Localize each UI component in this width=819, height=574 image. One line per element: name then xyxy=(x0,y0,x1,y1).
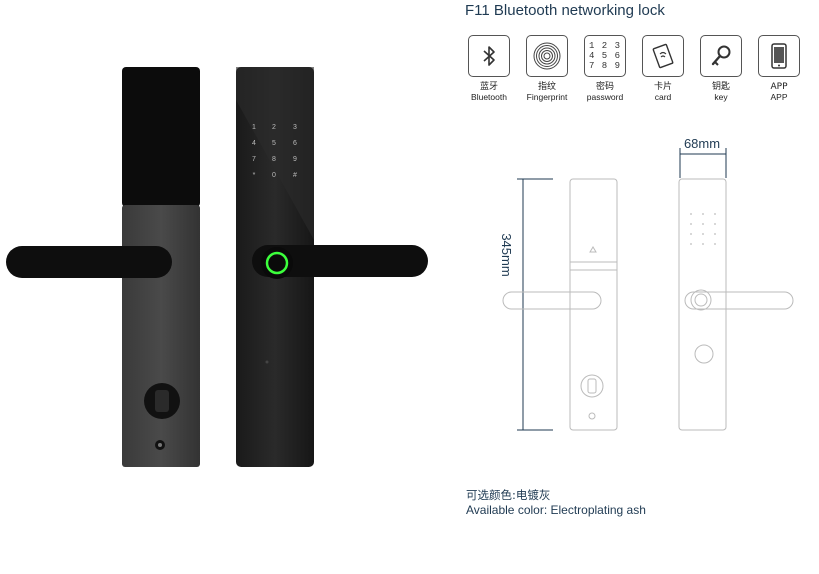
feature-label-en: APP xyxy=(770,92,788,102)
lock-key: # xyxy=(293,172,297,179)
height-dimension xyxy=(517,178,553,431)
lock-key: 2 xyxy=(272,124,276,131)
lock-key: 8 xyxy=(272,156,276,163)
available-color-en: Available color: Electroplating ash xyxy=(466,503,646,517)
feature-card: 卡片 card xyxy=(638,35,688,103)
password-icon: 1 2 3 4 5 6 7 8 9 xyxy=(584,35,626,77)
feature-key: 钥匙 key xyxy=(696,35,746,103)
bluetooth-icon xyxy=(483,46,495,66)
feature-label-en: Fingerprint xyxy=(526,92,568,102)
product-photo: 1 2 3 4 5 6 7 8 9 * 0 # xyxy=(6,67,428,467)
side-view xyxy=(502,178,618,431)
key-icon xyxy=(711,45,731,66)
feature-password: 1 2 3 4 5 6 7 8 9 密码 password xyxy=(580,35,630,103)
front-view-keypad xyxy=(690,213,716,245)
front-view xyxy=(678,178,794,431)
lock-keypad: 1 2 3 4 5 6 7 8 9 * 0 # xyxy=(252,124,297,179)
dimension-drawing: 345mm 68mm xyxy=(499,136,794,431)
lock-key: 1 xyxy=(252,124,256,131)
feature-label-cn: 卡片 xyxy=(653,82,672,92)
feature-label-en: password xyxy=(586,92,624,102)
feature-list: 蓝牙 Bluetooth 指纹 Fingerprint 1 2 3 4 5 6 … xyxy=(462,35,817,115)
height-label: 345mm xyxy=(499,233,514,276)
feature-label-en: Bluetooth xyxy=(471,92,507,102)
feature-label-cn: 蓝牙 xyxy=(479,82,498,92)
lock-key: 4 xyxy=(252,140,256,147)
keypad-row: 7 8 9 xyxy=(588,61,621,71)
feature-fingerprint: 指纹 Fingerprint xyxy=(522,35,572,103)
feature-label-cn: 指纹 xyxy=(537,82,556,92)
feature-label-en: key xyxy=(714,92,728,102)
card-icon xyxy=(652,43,674,69)
lock-key: 0 xyxy=(272,172,276,179)
feature-label-cn: 钥匙 xyxy=(711,82,730,92)
feature-app: APP APP xyxy=(754,35,804,103)
product-title: F11 Bluetooth networking lock xyxy=(465,2,665,19)
keypad-row: 4 5 6 xyxy=(588,51,621,61)
keypad-row: 1 2 3 xyxy=(588,41,621,51)
phone-icon xyxy=(771,43,787,69)
lock-key: 6 xyxy=(293,140,297,147)
width-dimension xyxy=(679,148,727,178)
lock-key: 7 xyxy=(252,156,256,163)
width-label: 68mm xyxy=(684,136,720,151)
available-color: 可选颜色:电镀灰 Available color: Electroplating… xyxy=(466,488,646,518)
feature-label-en: card xyxy=(654,92,672,102)
available-color-cn: 可选颜色:电镀灰 xyxy=(466,488,551,502)
feature-bluetooth: 蓝牙 Bluetooth xyxy=(464,35,514,103)
lock-key: 3 xyxy=(293,124,297,131)
lock-key: 9 xyxy=(293,156,297,163)
lock-key: * xyxy=(253,172,256,179)
fingerprint-icon xyxy=(533,42,561,70)
lock-key: 5 xyxy=(272,140,276,147)
front-lock-plate xyxy=(236,67,428,467)
feature-label-cn: 密码 xyxy=(595,82,614,92)
back-lock-plate xyxy=(6,67,200,467)
feature-label-cn: APP xyxy=(770,82,788,92)
